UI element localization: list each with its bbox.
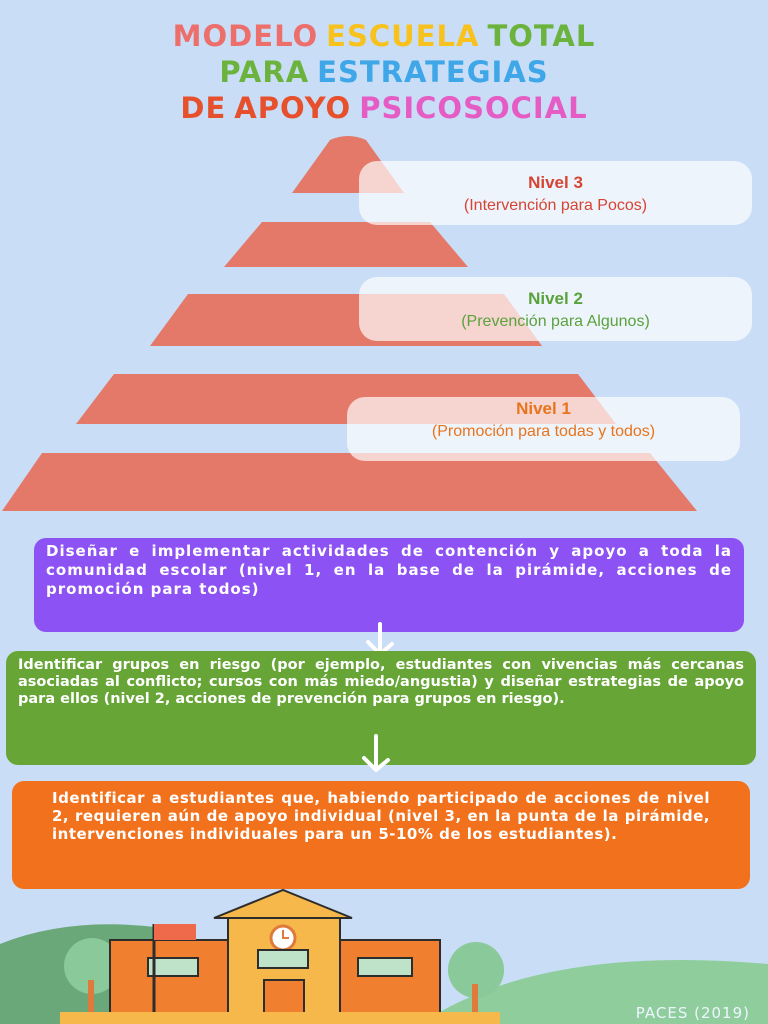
- school-roof: [213, 888, 353, 919]
- pyramid-step-2: [224, 222, 468, 267]
- tree-left: [64, 938, 120, 1020]
- school-wing-right: [339, 939, 441, 1024]
- title-word: PSICOSOCIAL: [359, 91, 588, 125]
- step-card-2: Identificar grupos en riesgo (por ejempl…: [6, 651, 756, 765]
- step-1-text: Diseñar e implementar actividades de con…: [46, 542, 732, 598]
- pyramid-step-base: [2, 453, 697, 511]
- window: [147, 957, 199, 977]
- title-word: PARA: [219, 55, 310, 89]
- window: [257, 949, 309, 969]
- flag-icon: [154, 924, 196, 940]
- title-word: ESTRATEGIAS: [317, 55, 549, 89]
- window: [357, 957, 413, 977]
- step-card-1: Diseñar e implementar actividades de con…: [34, 538, 744, 632]
- level-3-name: Nivel 3: [528, 173, 583, 192]
- title-word: TOTAL: [487, 19, 596, 53]
- level-1-label: Nivel 1 (Promoción para todas y todos): [347, 397, 740, 461]
- level-3-label: Nivel 3 (Intervención para Pocos): [359, 161, 752, 225]
- level-2-name: Nivel 2: [528, 289, 583, 308]
- title-word: ESCUELA: [326, 19, 480, 53]
- school-base: [60, 1012, 500, 1024]
- step-2-text: Identificar grupos en riesgo (por ejempl…: [18, 657, 744, 707]
- title-word: MODELO: [172, 19, 319, 53]
- level-3-desc: (Intervención para Pocos): [463, 197, 648, 214]
- school-wing-left: [109, 939, 235, 1024]
- pyramid-graphic: [2, 136, 697, 511]
- step-3-text: Identificar a estudiantes que, habiendo …: [52, 789, 710, 843]
- source-credit: PACES (2019): [635, 1004, 750, 1022]
- title-word: DE: [180, 91, 227, 125]
- level-1-name: Nivel 1: [516, 399, 571, 418]
- step-card-3: Identificar a estudiantes que, habiendo …: [12, 781, 750, 889]
- hill-right: [420, 960, 768, 1024]
- level-2-label: Nivel 2 (Prevención para Algunos): [359, 277, 752, 341]
- title-word: APOYO: [234, 91, 352, 125]
- school-illustration: [0, 888, 768, 1024]
- tree-right: [448, 942, 504, 1020]
- level-2-desc: (Prevención para Algunos): [461, 313, 650, 330]
- arrow-down-icon: [362, 734, 390, 772]
- level-1-desc: (Promoción para todas y todos): [431, 423, 656, 440]
